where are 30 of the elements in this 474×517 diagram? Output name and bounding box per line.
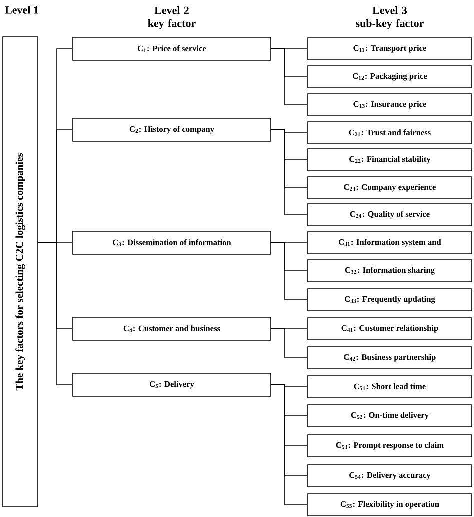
connector bbox=[271, 328, 308, 358]
sub-factor-box: C$_{21}$: Trust and fairness bbox=[308, 122, 472, 144]
connector bbox=[271, 48, 308, 106]
sub-factor-box: C$_{41}$: Customer relationship bbox=[308, 318, 472, 340]
key-factor-box: C$_{4}$: Customer and business bbox=[72, 317, 272, 341]
connector bbox=[271, 130, 308, 216]
sub-factor-box: C$_{53}$: Prompt response to claim bbox=[308, 434, 472, 458]
sub-factor-box: C$_{33}$: Frequently updating bbox=[308, 288, 472, 312]
sub-factor-box: C$_{12}$: Packaging price bbox=[308, 66, 472, 88]
sub-factor-box: C$_{13}$: Insurance price bbox=[308, 94, 472, 116]
sub-factor-box: C$_{31}$: Information system and bbox=[308, 232, 472, 254]
key-factor-box: C$_{1}$: Price of service bbox=[72, 37, 272, 61]
goal-box: The key factors for selecting C2C logistics companies bbox=[2, 36, 38, 508]
sub-factor-box: C$_{54}$: Delivery accuracy bbox=[308, 464, 472, 488]
sub-factor-box: C$_{42}$: Business partnership bbox=[308, 346, 472, 370]
key-factor-box: C$_{5}$: Delivery bbox=[72, 373, 272, 397]
level-heading: Level 1 bbox=[5, 6, 38, 14]
sub-factor-box: C$_{11}$: Transport price bbox=[308, 38, 472, 60]
sub-factor-box: C$_{52}$: On-time delivery bbox=[308, 404, 472, 428]
connector bbox=[271, 242, 308, 300]
sub-factor-box: C$_{24}$: Quality of service bbox=[308, 204, 472, 226]
sub-factor-box: C$_{22}$: Financial stability bbox=[308, 148, 472, 172]
connector bbox=[38, 242, 73, 386]
sub-factor-box: C$_{32}$: Information sharing bbox=[308, 260, 472, 282]
key-factor-box: C$_{2}$: History of company bbox=[72, 118, 272, 142]
sub-factor-box: C$_{55}$: Flexibility in operation bbox=[308, 494, 472, 516]
connector bbox=[271, 384, 308, 506]
sub-factor-box: C$_{23}$: Company experience bbox=[308, 176, 472, 200]
sub-factor-box: C$_{51}$: Short lead time bbox=[308, 376, 472, 398]
key-factor-box: C$_{3}$: Dissemination of information bbox=[72, 231, 272, 255]
